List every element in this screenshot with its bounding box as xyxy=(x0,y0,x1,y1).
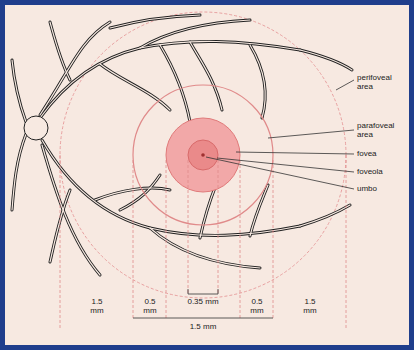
dimension-label: 1.5 mm xyxy=(190,322,217,331)
dimension-label: 0.35 mm xyxy=(187,297,218,306)
area-label: perifoveal area xyxy=(357,73,407,91)
dimension-label: 1.5 mm xyxy=(301,297,319,315)
dimension-label: 0.5 mm xyxy=(141,297,159,315)
area-label: umbo xyxy=(357,184,407,193)
area-label: fovea xyxy=(357,149,407,158)
dimension-label: 1.5 mm xyxy=(88,297,106,315)
area-label: foveola xyxy=(357,167,407,176)
area-label: parafoveal area xyxy=(357,121,407,139)
dimension-label: 0.5 mm xyxy=(248,297,266,315)
